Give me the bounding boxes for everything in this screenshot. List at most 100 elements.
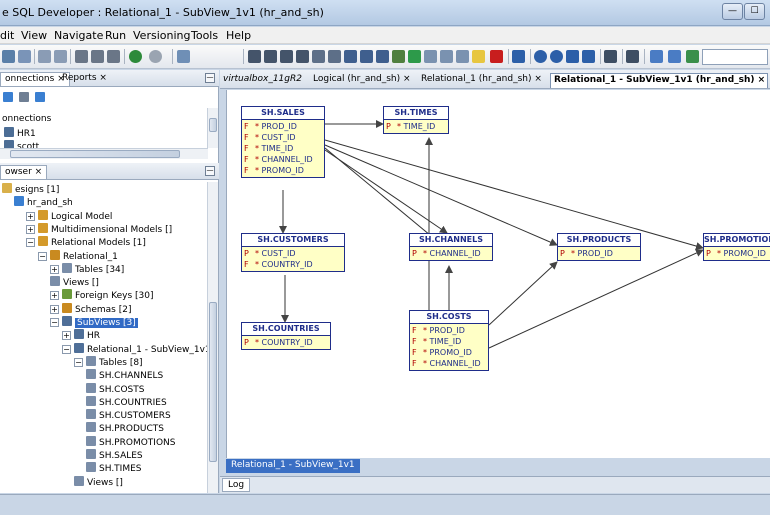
collapse-icon[interactable]: − bbox=[26, 238, 35, 248]
nav-forward-icon[interactable] bbox=[668, 50, 681, 63]
log-tab[interactable]: Log bbox=[222, 478, 251, 492]
connections-hscrollbar[interactable] bbox=[0, 148, 208, 159]
tab-browser[interactable]: owser × bbox=[0, 165, 48, 179]
forward-icon[interactable] bbox=[149, 50, 162, 63]
tree-item[interactable]: SH.COUNTRIES bbox=[86, 395, 167, 409]
menu-help[interactable]: Help bbox=[226, 29, 252, 42]
new-table-icon[interactable] bbox=[248, 50, 261, 63]
tree-item[interactable]: −SubViews [3] bbox=[50, 316, 138, 329]
tree-item[interactable]: −Tables [8] bbox=[74, 355, 143, 369]
connection-item[interactable]: HR1 bbox=[4, 127, 36, 140]
paste-icon[interactable] bbox=[107, 50, 120, 63]
browser-scrollbar[interactable] bbox=[207, 182, 218, 493]
tree-item[interactable]: −Relational Models [1] bbox=[26, 236, 146, 249]
connections-scrollbar[interactable] bbox=[207, 108, 218, 148]
tab-reports[interactable]: Reports × bbox=[62, 73, 107, 83]
collapse-icon[interactable]: − bbox=[74, 357, 83, 367]
tree-item[interactable]: SH.TIMES bbox=[86, 462, 142, 475]
tree-item[interactable]: SH.PRODUCTS bbox=[86, 422, 164, 435]
fk-sales-channels[interactable] bbox=[324, 149, 448, 234]
refresh-icon[interactable] bbox=[34, 92, 45, 102]
undo-icon[interactable] bbox=[38, 50, 51, 63]
maximize-button[interactable]: ☐ bbox=[744, 3, 765, 20]
scrollbar-thumb[interactable] bbox=[209, 118, 217, 132]
save-icon[interactable] bbox=[18, 50, 31, 63]
sql-worksheet-icon[interactable] bbox=[177, 50, 190, 63]
entity-sh-promotions[interactable]: SH.PROMOTIONSP* PROMO_ID bbox=[703, 233, 770, 261]
tab-relational[interactable]: Relational_1 (hr_and_sh) × bbox=[421, 74, 542, 84]
menu-view[interactable]: View bbox=[21, 29, 48, 42]
tree-item[interactable]: SH.CHANNELS bbox=[86, 369, 163, 382]
diagram-subview-tab[interactable]: Relational_1 - SubView_1v1 bbox=[226, 459, 360, 473]
new-fk-icon[interactable] bbox=[280, 50, 293, 63]
fk-costs-promotions[interactable] bbox=[488, 249, 704, 349]
arrow-right-icon[interactable] bbox=[408, 50, 421, 63]
tree-item[interactable]: Views [] bbox=[74, 475, 123, 489]
zoom-out-icon[interactable] bbox=[550, 50, 563, 63]
minimize-button[interactable]: — bbox=[722, 3, 743, 20]
tree-item[interactable]: SH.COSTS bbox=[86, 382, 144, 396]
tree-item[interactable]: +Foreign Keys [30] bbox=[50, 289, 154, 302]
properties-icon[interactable] bbox=[626, 50, 639, 63]
zoom-in-icon[interactable] bbox=[534, 50, 547, 63]
collapse-icon[interactable]: − bbox=[38, 251, 47, 261]
add-connection-icon[interactable] bbox=[3, 92, 13, 102]
tree-item[interactable]: +Multidimensional Models [] bbox=[26, 222, 172, 236]
align-icon[interactable] bbox=[440, 50, 453, 63]
tree-item[interactable]: hr_and_sh bbox=[14, 196, 73, 209]
menu-run[interactable]: Run bbox=[105, 29, 127, 42]
new-view-icon[interactable] bbox=[264, 50, 277, 63]
filter-icon[interactable] bbox=[18, 92, 29, 102]
collapse-icon[interactable] bbox=[512, 50, 525, 63]
expand-icon[interactable]: + bbox=[50, 264, 59, 274]
fk-costs-products[interactable] bbox=[488, 261, 558, 326]
tree-item[interactable]: SH.CUSTOMERS bbox=[86, 409, 171, 422]
select-icon[interactable] bbox=[328, 50, 341, 63]
tree-item[interactable]: SH.SALES bbox=[86, 449, 143, 462]
tree-item[interactable]: SH.PROMOTIONS bbox=[86, 435, 175, 449]
nav-back-icon[interactable] bbox=[650, 50, 663, 63]
tree-item[interactable]: +Logical Model bbox=[26, 209, 112, 223]
menu-tools[interactable]: Tools bbox=[191, 29, 219, 42]
picture-icon[interactable] bbox=[360, 50, 373, 63]
expand-icon[interactable]: + bbox=[50, 304, 59, 314]
fit-screen-icon[interactable] bbox=[566, 50, 579, 63]
cut-icon[interactable] bbox=[75, 50, 88, 63]
tree-item[interactable]: −Relational_1 - SubView_1v1 bbox=[62, 342, 211, 356]
collapse-icon[interactable]: − bbox=[62, 344, 71, 354]
tab-logical[interactable]: Logical (hr_and_sh) × bbox=[313, 74, 411, 84]
fk-sales-promotions[interactable] bbox=[324, 139, 704, 250]
expand-icon[interactable]: + bbox=[50, 291, 59, 301]
diagram-icon[interactable] bbox=[376, 50, 389, 63]
collapse-icon[interactable]: − bbox=[50, 318, 59, 327]
redo-icon[interactable] bbox=[54, 50, 67, 63]
search-input[interactable] bbox=[702, 49, 768, 65]
tree-item[interactable]: esigns [1] bbox=[2, 183, 59, 196]
menu-navigate[interactable]: Navigate bbox=[54, 29, 104, 42]
fk-sales-products[interactable] bbox=[324, 144, 558, 246]
scrollbar-thumb[interactable] bbox=[209, 302, 217, 462]
highlight-icon[interactable] bbox=[472, 50, 485, 63]
merge-icon[interactable] bbox=[312, 50, 325, 63]
tab-virtualbox[interactable]: virtualbox_11gR2 × bbox=[223, 74, 306, 84]
expand-icon[interactable]: + bbox=[62, 331, 71, 341]
copy-icon[interactable] bbox=[91, 50, 104, 63]
minimize-icon[interactable]: — bbox=[205, 166, 215, 176]
save-all-icon[interactable] bbox=[2, 50, 15, 63]
connection-item[interactable]: scott bbox=[4, 140, 39, 148]
tree-item[interactable]: Views [] bbox=[50, 276, 99, 289]
tree-item[interactable]: +Tables [34] bbox=[50, 262, 124, 276]
expand-icon[interactable]: + bbox=[26, 211, 35, 221]
note-icon[interactable] bbox=[344, 50, 357, 63]
engineer-icon[interactable] bbox=[392, 50, 405, 63]
connections-root[interactable]: onnections bbox=[2, 114, 52, 124]
split-icon[interactable] bbox=[296, 50, 309, 63]
menu-versioning[interactable]: Versioning bbox=[133, 29, 191, 42]
